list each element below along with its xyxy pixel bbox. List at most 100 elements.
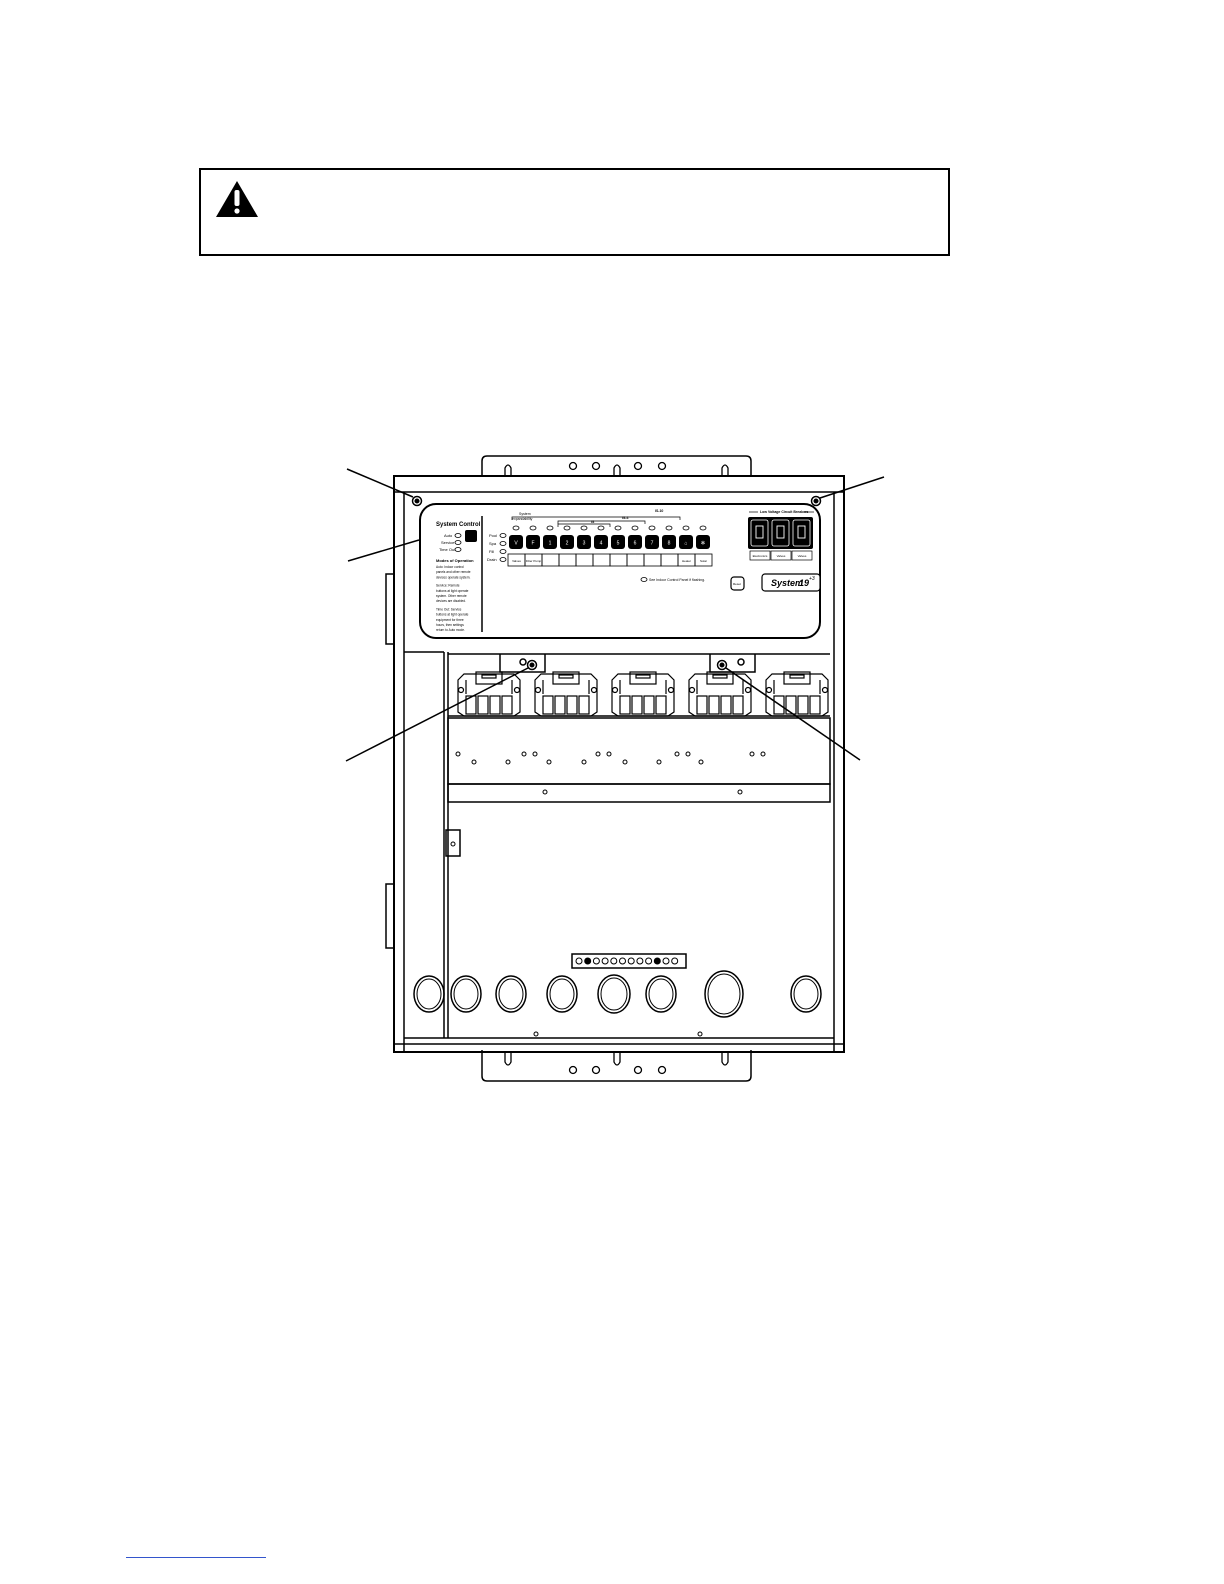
rail-hole	[505, 759, 511, 765]
panel-button-label: 8	[668, 541, 671, 547]
panel-button-label: ⌂	[684, 541, 687, 547]
button-label-box	[575, 553, 594, 567]
panel-button[interactable]	[696, 535, 710, 549]
button-label-box	[660, 553, 679, 567]
mode-note-line: Auto: Indoor control	[436, 565, 464, 569]
relay	[611, 673, 675, 717]
rail-hole	[455, 751, 461, 757]
brand-plate	[761, 573, 821, 592]
knockout	[790, 975, 822, 1013]
panel-button[interactable]	[509, 535, 523, 549]
bracket-is-label: IS	[591, 520, 595, 524]
warning-box	[199, 168, 950, 256]
panel-button[interactable]	[679, 535, 693, 549]
mode-timeout-label: Time Out	[439, 547, 456, 552]
panel-button[interactable]	[594, 535, 608, 549]
button-led	[563, 525, 571, 531]
mode-note-line: buttons at light operate	[436, 613, 469, 617]
panel-button[interactable]	[611, 535, 625, 549]
bracket-is4-label: IS-4	[622, 516, 628, 520]
panel-button[interactable]	[526, 535, 540, 549]
button-led	[580, 525, 588, 531]
relay	[457, 673, 521, 717]
rail-hole	[521, 751, 527, 757]
panel-button-label: 4	[600, 541, 603, 547]
button-label-box	[541, 553, 560, 567]
breaker-switch[interactable]	[750, 519, 769, 547]
mode-auto-label: Auto	[444, 533, 453, 538]
reset-button[interactable]	[730, 576, 745, 591]
mode-note-line: equipment for three	[436, 618, 464, 622]
warning-triangle-icon	[216, 181, 258, 217]
panel-button-label: V	[514, 541, 518, 547]
terminal-dot	[653, 957, 661, 965]
callout-line-panel	[347, 539, 420, 562]
button-led	[665, 525, 673, 531]
breaker-label: Electronics	[753, 554, 768, 558]
panel-button[interactable]	[662, 535, 676, 549]
button-label-box	[558, 553, 577, 567]
terminal-dot	[662, 957, 670, 965]
panel-button-label: F	[531, 541, 534, 547]
mode-note-line: panels and other remote	[436, 570, 471, 574]
button-function-label: Solar	[700, 559, 707, 563]
knockout	[450, 975, 482, 1013]
breaker-label: Valves	[777, 554, 786, 558]
button-led	[597, 525, 605, 531]
reset-label: Reset	[733, 582, 741, 586]
brand-model: 19	[799, 578, 809, 588]
button-label-box	[643, 553, 662, 567]
panel-button[interactable]	[577, 535, 591, 549]
status-spa-label: Spa	[489, 541, 497, 546]
callout-line-top-right	[819, 476, 885, 499]
button-label-box	[694, 553, 713, 567]
button-label-box	[609, 553, 628, 567]
mode-note-line: hours, then settings	[436, 623, 464, 627]
rail-hole	[749, 751, 755, 757]
mode-note-line: system. Other remote	[436, 594, 467, 598]
button-label-box	[626, 553, 645, 567]
panel-button[interactable]	[628, 535, 642, 549]
button-led	[699, 525, 707, 531]
terminal-dot	[636, 957, 644, 965]
panel-button-label: 6	[634, 541, 637, 547]
modes-heading: Modes of Operation	[436, 558, 474, 563]
panel-button[interactable]	[560, 535, 574, 549]
panel-button-label: 5	[617, 541, 620, 547]
footer-link-rule	[126, 1557, 266, 1558]
mode-note-line: devices are disabled.	[436, 599, 466, 603]
terminal-dot	[584, 957, 592, 965]
low-voltage-title: Low Voltage Circuit Breakers	[760, 510, 808, 514]
rail-hole	[685, 751, 691, 757]
terminal-dot	[592, 957, 600, 965]
button-led	[529, 525, 537, 531]
mode-note-line: Time Out: Service	[436, 607, 462, 611]
mode-button[interactable]	[465, 530, 477, 542]
relay	[534, 673, 598, 717]
brand-suffix: +3	[809, 576, 815, 582]
knockout	[495, 975, 527, 1013]
panel-button-label: ✻	[701, 541, 705, 547]
knockout	[704, 970, 744, 1018]
rail-hole	[595, 751, 601, 757]
indicator-led	[640, 577, 648, 582]
button-function-label: Filter Pump	[526, 559, 542, 563]
rail-hole	[581, 759, 587, 765]
callout-line-top-left	[346, 468, 414, 498]
bracket-expandability-label: expandability	[512, 517, 533, 521]
breaker-switch[interactable]	[792, 519, 811, 547]
status-drain-label: Drain	[487, 557, 497, 562]
rail-hole	[606, 751, 612, 757]
terminal-dot	[671, 957, 679, 965]
mode-note-line: return to Auto mode.	[436, 628, 465, 632]
panel-button[interactable]	[645, 535, 659, 549]
indicator-note: See Indoor Control Panel if flashing.	[649, 578, 705, 582]
terminal-dot	[627, 957, 635, 965]
mode-note-line: Service: Remote	[436, 584, 460, 588]
panel-button[interactable]	[543, 535, 557, 549]
button-led	[631, 525, 639, 531]
breaker-switch[interactable]	[771, 519, 790, 547]
rail-hole	[698, 759, 704, 765]
knockout	[597, 974, 631, 1014]
